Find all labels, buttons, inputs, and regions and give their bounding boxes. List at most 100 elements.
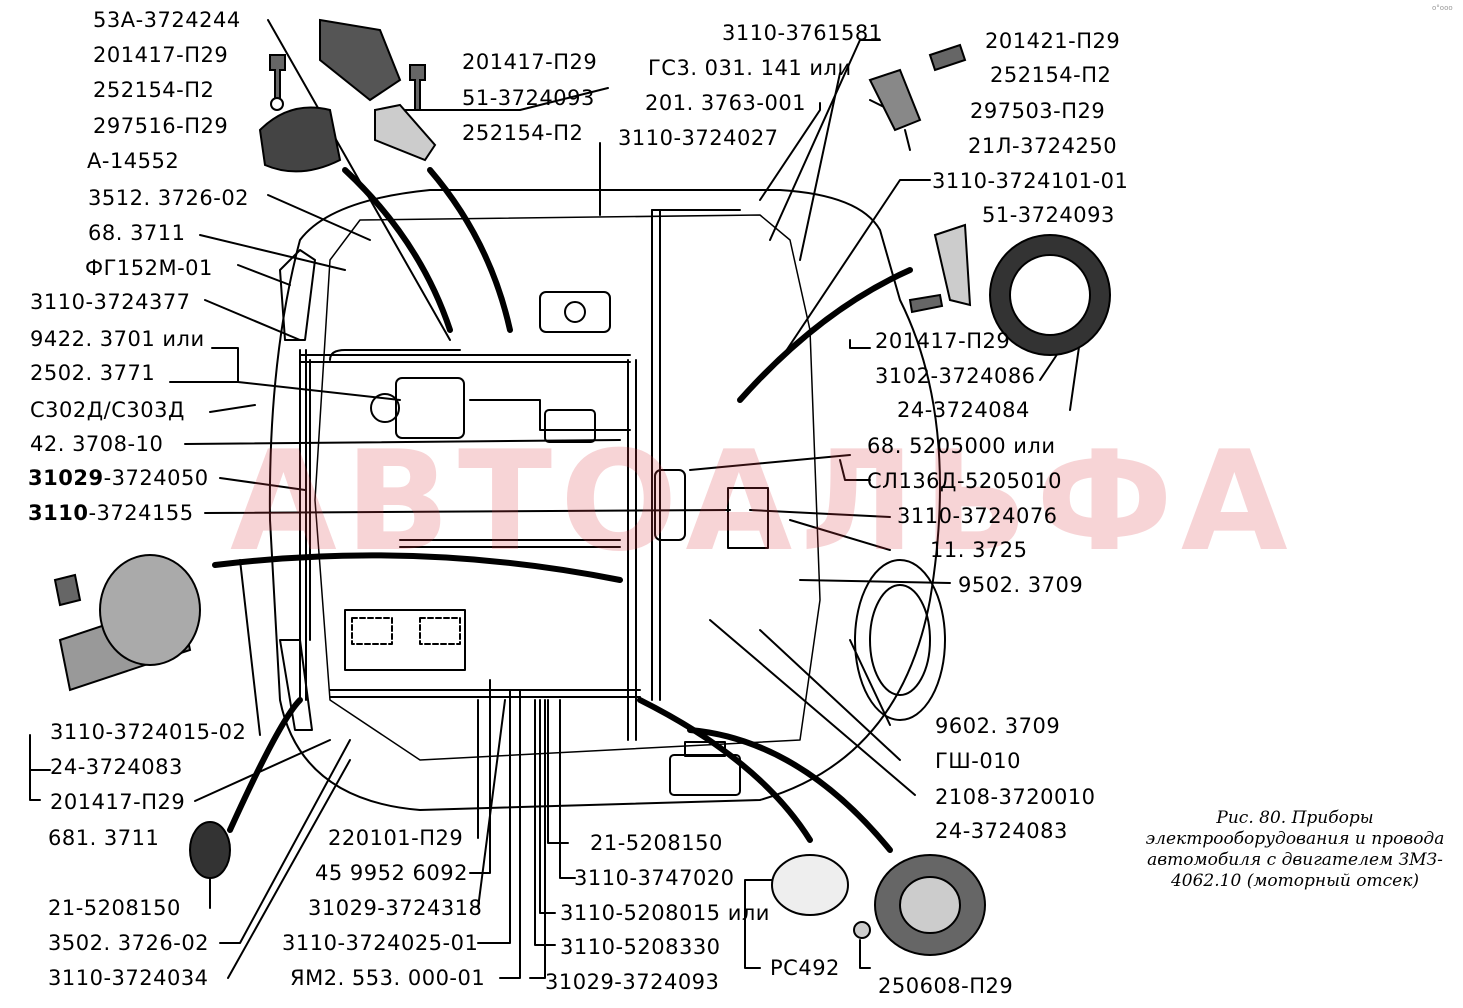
- label-right-201417-p29: 201417-П29: [875, 329, 1011, 353]
- plug-21-5208150: [189, 821, 231, 879]
- label-2502-3771: 2502. 3771: [30, 361, 156, 385]
- label-681-3711: 681. 3711: [48, 826, 160, 850]
- headlamp-left-bottom: [279, 639, 313, 731]
- label-3110-3724101-01: 3110-3724101-01: [932, 169, 1129, 193]
- figure-caption: Рис. 80. Приборы электрооборудования и п…: [1130, 808, 1460, 892]
- label-fg152m-01: ФГ152М-01: [85, 256, 213, 280]
- label-3110-3724155: 3110-3724155: [28, 501, 194, 525]
- watermark-text: АВТОАЛЬФА: [230, 421, 1296, 582]
- label-yam2-553-000-01: ЯМ2. 553. 000-01: [290, 966, 486, 990]
- label-3110-3724034: 3110-3724034: [48, 966, 209, 990]
- label-45-9952-6092: 45 9952 6092: [315, 861, 468, 885]
- label-sl136d-5205010: СЛ136Д-5205010: [867, 469, 1063, 493]
- label-3110-3724076: 3110-3724076: [897, 504, 1058, 528]
- relay-rs492: [771, 854, 849, 916]
- caption-line-4: 4062.10 (моторный отсек): [1170, 871, 1420, 891]
- label-3110-3747020: 3110-3747020: [574, 866, 735, 890]
- label-24-3724084: 24-3724084: [897, 398, 1030, 422]
- label-3110-3724015-02: 3110-3724015-02: [50, 720, 247, 744]
- corner-note: о°ооо: [1432, 4, 1453, 12]
- bolt-top-2: [409, 64, 426, 111]
- body-outline: [268, 189, 941, 811]
- label-rs492: РС492: [770, 956, 840, 980]
- label-31029-3724318: 31029-3724318: [308, 896, 483, 920]
- label-31029-3724050-bold: 31029: [28, 466, 104, 490]
- label-250608-p29: 250608-П29: [878, 974, 1014, 998]
- label-31029-3724050-rest: -3724050: [103, 466, 209, 490]
- label-top-51-3724093: 51-3724093: [462, 86, 595, 110]
- label-201421-p29: 201421-П29: [985, 29, 1121, 53]
- arrow-2: [427, 167, 513, 333]
- harness-right: [627, 359, 637, 741]
- label-2108-3720010: 2108-3720010: [935, 785, 1096, 809]
- bolt-top-1: [269, 54, 286, 101]
- label-3110-5208015: 3110-5208015 или: [560, 901, 770, 925]
- label-top-252154-p2: 252154-П2: [462, 121, 584, 145]
- label-gsh-010: ГШ-010: [935, 749, 1021, 773]
- label-gs3-031-141: ГС3. 031. 141 или: [648, 56, 852, 80]
- bolt-right-mid: [908, 293, 944, 314]
- arrow-5: [227, 697, 303, 833]
- label-31029-3724093: 31029-3724093: [545, 970, 720, 994]
- label-3110-3761581: 3110-3761581: [722, 21, 883, 45]
- label-bl-21-5208150: 21-5208150: [48, 896, 181, 920]
- label-297503-p29: 297503-П29: [970, 99, 1106, 123]
- label-right-24-3724083: 24-3724083: [935, 819, 1068, 843]
- label-s302d-s303d: С302Д/С303Д: [30, 398, 185, 422]
- label-68-5205000: 68. 5205000 или: [867, 434, 1056, 458]
- label-42-3708-10: 42. 3708-10: [30, 432, 164, 456]
- fuse-block: [669, 754, 741, 796]
- label-top-201417-p29: 201417-П29: [462, 50, 598, 74]
- label-201417-p29: 201417-П29: [93, 43, 229, 67]
- label-3110-3724027: 3110-3724027: [618, 126, 779, 150]
- label-3110-3724155-rest: -3724155: [88, 501, 194, 525]
- label-a-14552: А-14552: [87, 149, 180, 173]
- grommet-a14552: [258, 106, 342, 173]
- harness-cross: [299, 354, 631, 363]
- steering-wheel: [854, 559, 946, 721]
- relay-block: [544, 409, 596, 443]
- bolt-left: [53, 573, 82, 607]
- washer-top-1: [270, 97, 284, 111]
- label-3102-3724086: 3102-3724086: [875, 364, 1036, 388]
- label-252154-p2: 252154-П2: [93, 78, 215, 102]
- caption-line-2: электрооборудования и провода: [1145, 829, 1445, 849]
- label-3110-3724025-01: 3110-3724025-01: [282, 931, 479, 955]
- label-31029-3724050: 31029-3724050: [28, 466, 209, 490]
- label-3502-3726-02: 3502. 3726-02: [48, 931, 210, 955]
- generator: [395, 377, 465, 439]
- arrow-4: [212, 552, 623, 583]
- label-53a-3724244: 53А-3724244: [93, 8, 241, 32]
- grommet-top: [319, 18, 402, 102]
- arrow-7: [687, 727, 893, 853]
- label-3512-3726-02: 3512. 3726-02: [88, 186, 250, 210]
- inner-body-outline: [314, 214, 821, 761]
- label-9602-3709: 9602. 3709: [935, 714, 1061, 738]
- label-3110-5208330: 3110-5208330: [560, 935, 721, 959]
- washer-tank: [654, 469, 686, 541]
- label-297516-p29: 297516-П29: [93, 114, 229, 138]
- label-21l-3724250: 21Л-3724250: [968, 134, 1118, 158]
- clamp-top: [374, 103, 437, 162]
- nut-bottom-right: [853, 921, 871, 939]
- label-bl-24-3724083: 24-3724083: [50, 755, 183, 779]
- caption-line-3: автомобиля с двигателем ЗМЗ-: [1147, 850, 1443, 870]
- label-201-3763-001: 201. 3763-001: [645, 91, 807, 115]
- clamp-right: [868, 68, 922, 132]
- label-3110-3724377: 3110-3724377: [30, 290, 191, 314]
- label-68-3711: 68. 3711: [88, 221, 186, 245]
- label-bl-201417-p29: 201417-П29: [50, 790, 186, 814]
- label-3110-3724155-bold: 3110: [28, 501, 89, 525]
- battery: [344, 609, 466, 671]
- label-11-3725: 11. 3725: [930, 538, 1028, 562]
- label-9422-3701: 9422. 3701 или: [30, 327, 205, 351]
- headlamp-left-top: [279, 249, 316, 341]
- label-right-51-3724093: 51-3724093: [982, 203, 1115, 227]
- label-right-252154-p2: 252154-П2: [990, 63, 1112, 87]
- caption-line-1: Рис. 80. Приборы: [1216, 808, 1374, 828]
- bolt-right-top: [928, 43, 967, 72]
- clamp-right-2: [933, 223, 972, 307]
- arrow-1: [342, 167, 453, 333]
